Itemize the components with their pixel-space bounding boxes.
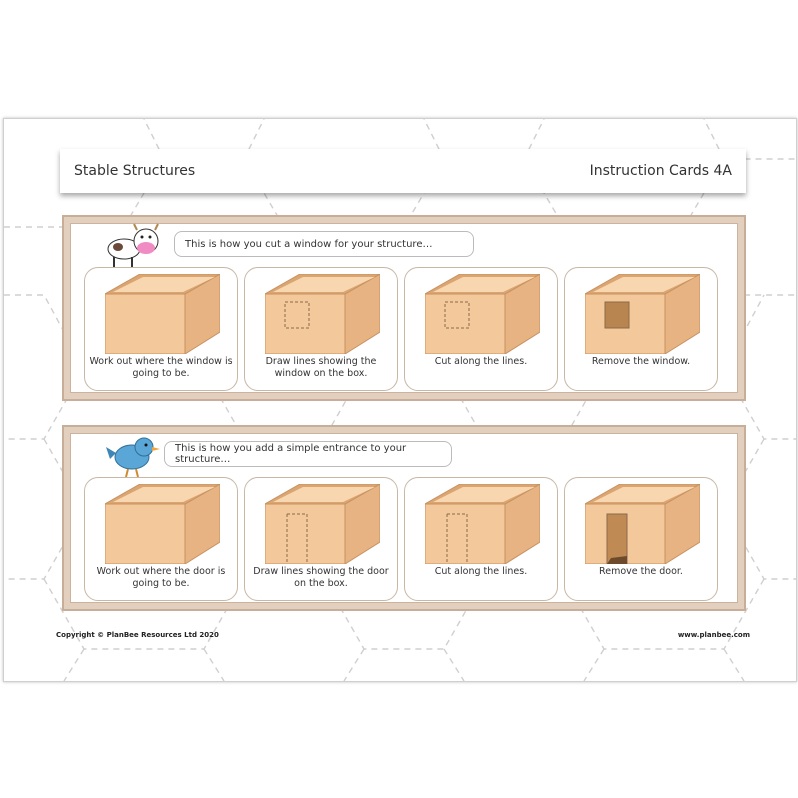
box-with-door-lines-icon bbox=[265, 484, 380, 564]
page-subtitle: Instruction Cards 4A bbox=[589, 163, 732, 179]
box-icon bbox=[105, 484, 220, 564]
box-with-door-removed-icon bbox=[585, 484, 700, 564]
window-step-4-card: Remove the window. bbox=[564, 267, 718, 391]
page-title: Stable Structures bbox=[74, 163, 196, 179]
window-step-1-card: Work out where the window is going to be… bbox=[84, 267, 238, 391]
door-step-2-caption: Draw lines showing the door on the box. bbox=[253, 566, 389, 589]
website-link[interactable]: www.planbee.com bbox=[677, 631, 750, 639]
door-step-3-caption: Cut along the lines. bbox=[434, 566, 528, 577]
window-step-4-caption: Remove the window. bbox=[591, 356, 691, 367]
window-step-2-card: Draw lines showing the window on the box… bbox=[244, 267, 398, 391]
door-step-1-card: Work out where the door is going to be. bbox=[84, 477, 238, 601]
door-step-4-caption: Remove the door. bbox=[599, 566, 683, 577]
door-step-4-card: Remove the door. bbox=[564, 477, 718, 601]
instruction-sheet: Stable Structures Instruction Cards 4A T… bbox=[3, 118, 797, 682]
window-step-1-caption: Work out where the window is going to be… bbox=[89, 356, 233, 379]
door-section-panel: This is how you add a simple entrance to… bbox=[62, 425, 746, 611]
door-step-1-caption: Work out where the door is going to be. bbox=[96, 566, 226, 589]
box-icon bbox=[105, 274, 220, 354]
box-being-cut-icon bbox=[425, 274, 540, 354]
window-step-3-caption: Cut along the lines. bbox=[434, 356, 528, 367]
window-step-2-caption: Draw lines showing the window on the box… bbox=[265, 356, 377, 379]
box-with-window-lines-icon bbox=[265, 274, 380, 354]
window-section-panel: This is how you cut a window for your st… bbox=[62, 215, 746, 401]
cow-icon bbox=[107, 223, 159, 267]
box-with-window-removed-icon bbox=[585, 274, 700, 354]
window-step-3-card: Cut along the lines. bbox=[404, 267, 558, 391]
door-step-3-card: Cut along the lines. bbox=[404, 477, 558, 601]
door-instruction-bubble: This is how you add a simple entrance to… bbox=[164, 441, 452, 467]
title-bar: Stable Structures Instruction Cards 4A bbox=[60, 149, 746, 193]
bird-icon bbox=[106, 437, 160, 478]
door-step-2-card: Draw lines showing the door on the box. bbox=[244, 477, 398, 601]
copyright-text: Copyright © PlanBee Resources Ltd 2020 bbox=[56, 631, 219, 639]
window-instruction-bubble: This is how you cut a window for your st… bbox=[174, 231, 474, 257]
box-door-being-cut-icon bbox=[425, 484, 540, 564]
